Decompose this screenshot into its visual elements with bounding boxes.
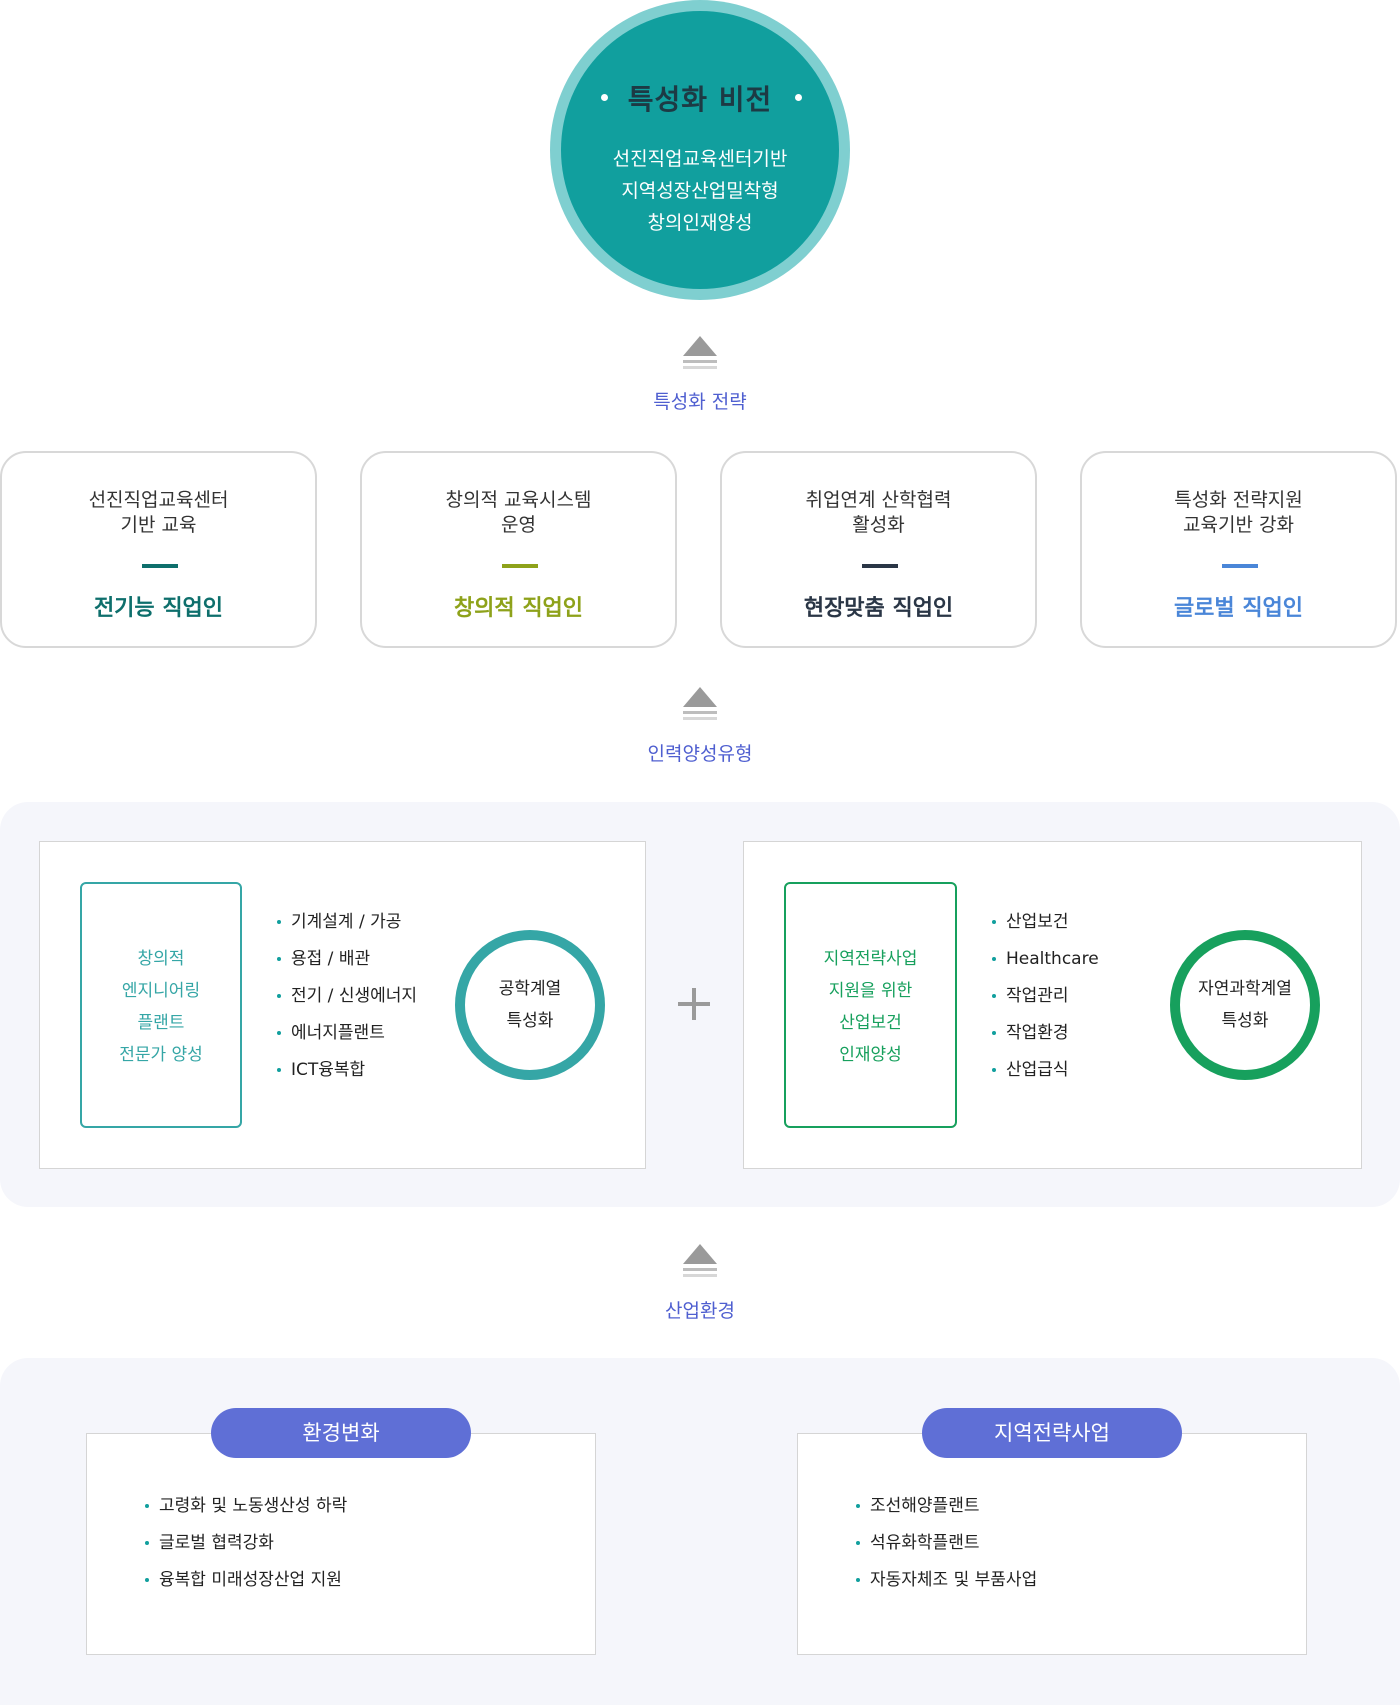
strategy-card-4: 특성화 전략지원 교육기반 강화 글로벌 직업인 [1080,451,1397,648]
ring-text: 자연과학계열 [1198,979,1292,999]
engineering-items-list: 기계설계 / 가공 용접 / 배관 전기 / 신생에너지 에너지플랜트 ICT융… [277,904,417,1089]
science-items-list: 산업보건 Healthcare 작업관리 작업환경 산업급식 [992,904,1099,1089]
up-arrow-icon [683,336,717,356]
arrow-bar [683,717,717,720]
vision-circle [561,11,839,289]
list-item: 기계설계 / 가공 [277,904,417,941]
industry-box-env-change [86,1433,596,1655]
card-line: 특성화 전략지원 [1174,489,1303,511]
regional-strategy-title: 지역전략사업 [922,1408,1182,1458]
list-item: ICT융복합 [277,1052,417,1089]
vision-line-3: 창의인재양성 [647,212,753,234]
vision-line-2: 지역성장산업밀착형 [621,180,779,202]
science-ring: 자연과학계열 특성화 [1170,930,1320,1080]
up-arrow-icon [683,687,717,707]
card-result: 창의적 직업인 [453,596,584,621]
card-result: 전기능 직업인 [93,596,224,621]
frame-text: 산업보건 [839,1013,902,1033]
industry-box-regional [797,1433,1307,1655]
ring-text: 특성화 [1221,1011,1269,1031]
frame-text: 지원을 위한 [828,981,913,1001]
arrow-bar [683,1268,717,1271]
frame-text: 창의적 [137,949,185,969]
engineering-goal-frame: 창의적 엔지니어링 플랜트 전문가 양성 [80,882,242,1128]
arrow-bar [683,711,717,714]
plus-icon [692,988,696,1020]
list-item: 작업관리 [992,978,1099,1015]
card-line: 교육기반 강화 [1183,514,1294,536]
card-line: 선진직업교육센터 [88,489,229,511]
list-item: 전기 / 신생에너지 [277,978,417,1015]
list-item: 용접 / 배관 [277,941,417,978]
list-item: 융복합 미래성장산업 지원 [145,1562,347,1599]
arrow-bar [683,366,717,369]
ring-text: 공학계열 [498,979,562,999]
engineering-ring: 공학계열 특성화 [455,930,605,1080]
regional-strategy-list: 조선해양플랜트 석유화학플랜트 자동자체조 및 부품사업 [856,1488,1037,1599]
frame-text: 인재양성 [839,1045,902,1065]
frame-text: 엔지니어링 [121,981,201,1001]
list-item: 에너지플랜트 [277,1015,417,1052]
list-item: 글로벌 협력강화 [145,1525,347,1562]
card-line: 기반 교육 [120,514,197,536]
list-item: 산업보건 [992,904,1099,941]
list-item: 산업급식 [992,1052,1099,1089]
ring-text: 특성화 [506,1011,554,1031]
list-item: 고령화 및 노동생산성 하락 [145,1488,347,1525]
step-label-industry-env: 산업환경 [665,1300,735,1322]
card-line: 운영 [501,514,536,536]
card-line: 취업연계 산학협력 [805,489,952,511]
science-goal-frame: 지역전략사업 지원을 위한 산업보건 인재양성 [784,882,957,1128]
card-divider [1222,564,1258,568]
list-item: 조선해양플랜트 [856,1488,1037,1525]
frame-text: 전문가 양성 [119,1045,203,1065]
vision-dot-right [795,94,802,101]
env-change-title: 환경변화 [211,1408,471,1458]
vision-title: 특성화 비전 [627,83,773,116]
list-item: 작업환경 [992,1015,1099,1052]
vision-line-1: 선진직업교육센터기반 [612,148,788,170]
card-result: 글로벌 직업인 [1173,596,1304,621]
up-arrow-icon [683,1244,717,1264]
env-change-list: 고령화 및 노동생산성 하락 글로벌 협력강화 융복합 미래성장산업 지원 [145,1488,347,1599]
list-item: 자동자체조 및 부품사업 [856,1562,1037,1599]
card-result: 현장맞춤 직업인 [803,596,954,621]
card-line: 창의적 교육시스템 [445,489,592,511]
vision-dot-left [601,94,608,101]
step-label-talent-type: 인력양성유형 [647,743,753,765]
frame-text: 지역전략사업 [823,949,918,969]
strategy-card-3: 취업연계 산학협력 활성화 현장맞춤 직업인 [720,451,1037,648]
arrow-bar [683,360,717,363]
card-divider [142,564,178,568]
step-label-strategy: 특성화 전략 [653,391,747,413]
strategy-card-2: 창의적 교육시스템 운영 창의적 직업인 [360,451,677,648]
card-divider [502,564,538,568]
strategy-card-1: 선진직업교육센터 기반 교육 전기능 직업인 [0,451,317,648]
list-item: Healthcare [992,941,1099,978]
card-divider [862,564,898,568]
card-line: 활성화 [852,514,905,536]
arrow-bar [683,1274,717,1277]
frame-text: 플랜트 [137,1013,185,1033]
list-item: 석유화학플랜트 [856,1525,1037,1562]
